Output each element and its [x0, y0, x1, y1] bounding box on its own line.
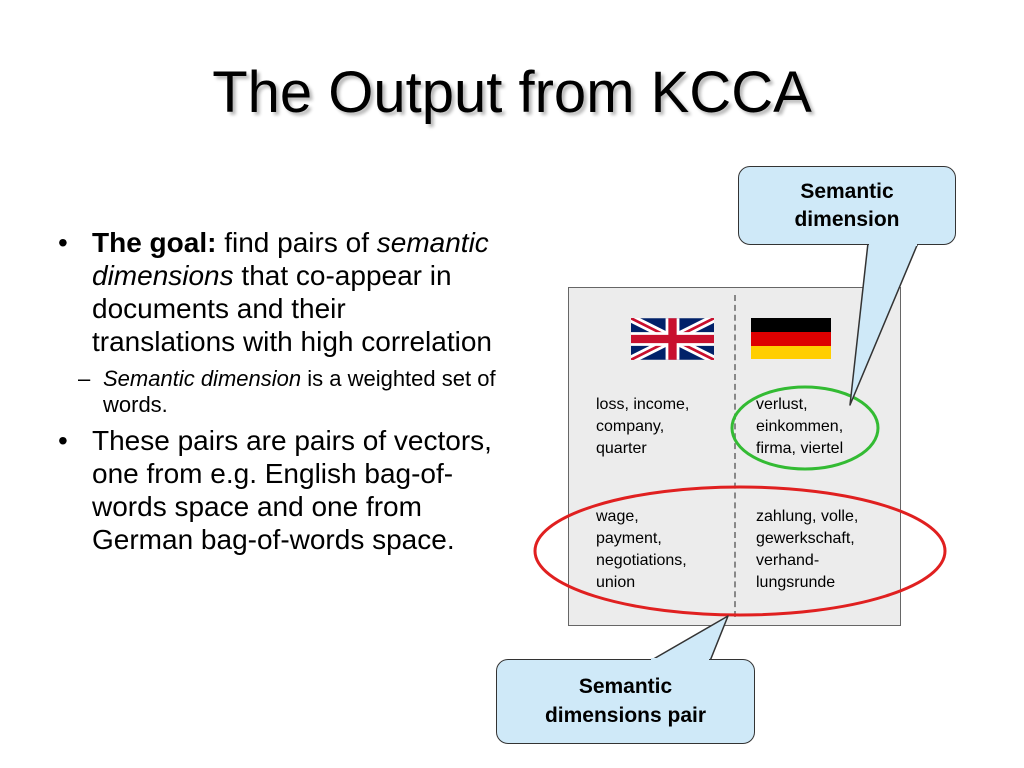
callout-bottom-pointer [649, 615, 729, 662]
callout-seam [651, 658, 709, 664]
word-line: firma, viertel [756, 440, 844, 457]
goal-label: The goal: [92, 227, 217, 258]
german-words-group-1: verlust, einkommen, firma, viertel [756, 394, 843, 460]
callout-line: dimension [794, 208, 900, 231]
bullet-marker: • [58, 425, 68, 456]
definition-text: is a weighted set of words. [103, 366, 496, 417]
english-words-group-2: wage, payment, negotiations, union [596, 506, 687, 594]
word-line: einkommen, [756, 418, 844, 435]
word-line: verlust, [756, 396, 808, 413]
sub-bullet-definition: – Semantic dimension is a weighted set o… [56, 366, 496, 418]
word-line: union [596, 574, 636, 591]
german-words-group-2: zahlung, volle, gewerkschaft, verhand- l… [756, 506, 858, 594]
bullet-goal: • The goal: find pairs of semantic dimen… [56, 226, 496, 358]
word-line: negotiations, [596, 552, 687, 569]
pairs-text: These pairs are pairs of vectors, one fr… [92, 425, 492, 555]
bullet-marker: • [58, 227, 68, 258]
sub-bullet-marker: – [78, 366, 91, 391]
callout-line: dimensions pair [544, 704, 707, 727]
word-line: verhand- [756, 552, 820, 569]
goal-italic-term: semantic dimensions [92, 227, 489, 291]
word-line: zahlung, volle, [756, 508, 859, 525]
semantic-dimension-ring [730, 385, 880, 471]
goal-text-a: find pairs of [216, 227, 377, 258]
slide-title: The Output from KCCA [212, 60, 812, 125]
callout-line: Semantic [800, 180, 894, 203]
word-line: company, [596, 418, 665, 435]
uk-flag-icon [631, 318, 714, 360]
english-words-group-1: loss, income, company, quarter [596, 394, 689, 460]
word-line: payment, [596, 530, 662, 547]
word-line: wage, [596, 508, 639, 525]
word-line: lungsrunde [756, 574, 836, 591]
word-line: quarter [596, 440, 647, 457]
callout-semantic-dimension: Semantic dimension [738, 166, 956, 245]
semantic-pair-ring [533, 485, 947, 617]
definition-term: Semantic dimension [103, 366, 302, 391]
bullet-list: • The goal: find pairs of semantic dimen… [56, 226, 496, 556]
word-line: gewerkschaft, [756, 530, 855, 547]
callout-seam [869, 240, 917, 246]
goal-text-b: that co-appear in documents and their tr… [92, 260, 492, 357]
word-line: loss, income, [596, 396, 690, 413]
callout-semantic-dimensions-pair: Semantic dimensions pair [496, 659, 755, 744]
callout-top-pointer [849, 242, 919, 406]
language-divider [734, 295, 736, 617]
callout-line: Semantic [578, 675, 673, 698]
bullet-pairs: • These pairs are pairs of vectors, one … [56, 424, 496, 556]
german-flag-icon [751, 318, 831, 359]
